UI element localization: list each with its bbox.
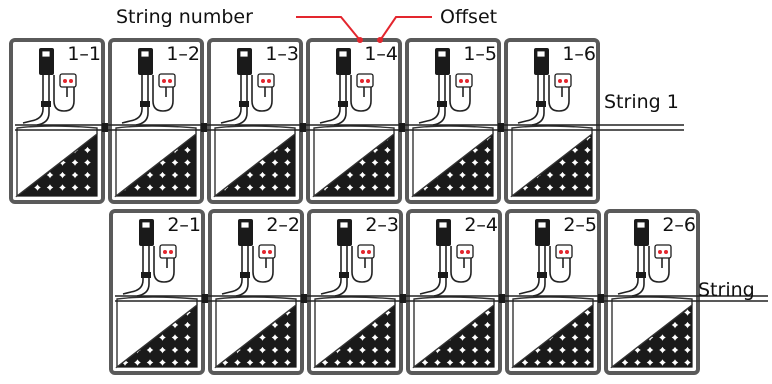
panels-layer: 1–1 1–2 1–3 1–4 1–5 1–6 2–1 2–2 2–3 2–4 2–5 2–6: [9, 38, 700, 375]
connector-icon: [158, 73, 176, 88]
solar-panel-module: 1–4: [306, 38, 402, 204]
connector-icon: [654, 244, 672, 259]
panel-id-label: 1–2: [166, 43, 200, 65]
connector-icon: [59, 73, 77, 88]
backsheet-curl-icon: [413, 296, 495, 369]
connector-icon: [555, 244, 573, 259]
connector-icon: [356, 73, 374, 88]
connector-icon: [357, 244, 375, 259]
solar-panel-module: 1–2: [108, 38, 204, 204]
panel-id-label: 1–5: [463, 43, 497, 65]
connector-icon: [257, 73, 275, 88]
panel-id-label: 2–4: [464, 214, 498, 236]
panel-id-label: 2–1: [167, 214, 201, 236]
connector-icon: [159, 244, 177, 259]
cable-joint-icon: [498, 123, 504, 132]
string-label: String: [698, 279, 755, 301]
cable-joint-icon: [102, 123, 108, 132]
string-number-leader-dot: [357, 37, 363, 43]
backsheet-curl-icon: [314, 296, 396, 369]
cable-joint-icon: [300, 123, 306, 132]
solar-panel-module: 1–6: [504, 38, 600, 204]
backsheet-curl-icon: [115, 125, 197, 198]
panel-id-label: 1–1: [67, 43, 101, 65]
string-number-leader-line: [296, 16, 360, 40]
panel-id-label: 2–6: [662, 214, 696, 236]
panel-id-label: 2–3: [365, 214, 399, 236]
solar-panel-module: 2–3: [307, 209, 403, 375]
connector-icon: [554, 73, 572, 88]
panel-id-label: 1–4: [364, 43, 398, 65]
panel-id-label: 2–2: [266, 214, 300, 236]
string-number-callout-label: String number: [116, 6, 253, 28]
cable-joint-icon: [301, 294, 307, 303]
string-label: String 1: [604, 91, 679, 113]
backsheet-curl-icon: [611, 296, 693, 369]
panel-id-label: 2–5: [563, 214, 597, 236]
connector-icon: [258, 244, 276, 259]
offset-leader-dot: [377, 37, 383, 43]
offset-leader-line: [380, 16, 432, 40]
solar-panel-module: 1–3: [207, 38, 303, 204]
solar-panel-module: 2–6: [604, 209, 700, 375]
backsheet-curl-icon: [215, 296, 297, 369]
cable-joint-icon: [399, 123, 405, 132]
solar-panel-module: 1–5: [405, 38, 501, 204]
backsheet-curl-icon: [116, 296, 198, 369]
cable-joint-icon: [201, 123, 207, 132]
offset-callout-label: Offset: [440, 6, 497, 28]
backsheet-curl-icon: [512, 296, 594, 369]
cable-joint-icon: [598, 294, 604, 303]
solar-panel-module: 2–4: [406, 209, 502, 375]
solar-panel-module: 2–2: [208, 209, 304, 375]
panel-id-label: 1–3: [265, 43, 299, 65]
solar-panel-module: 2–5: [505, 209, 601, 375]
cable-joint-icon: [400, 294, 406, 303]
cable-joint-icon: [499, 294, 505, 303]
panel-id-label: 1–6: [562, 43, 596, 65]
backsheet-curl-icon: [313, 125, 395, 198]
connector-icon: [456, 244, 474, 259]
backsheet-curl-icon: [16, 125, 98, 198]
cables-layer: String 1 String: [15, 91, 768, 303]
callout-group: String number Offset: [116, 6, 497, 43]
backsheet-curl-icon: [511, 125, 593, 198]
cable-joint-icon: [202, 294, 208, 303]
backsheet-curl-icon: [412, 125, 494, 198]
solar-panel-module: 2–1: [109, 209, 205, 375]
backsheet-curl-icon: [214, 125, 296, 198]
solar-panel-module: 1–1: [9, 38, 105, 204]
connector-icon: [455, 73, 473, 88]
